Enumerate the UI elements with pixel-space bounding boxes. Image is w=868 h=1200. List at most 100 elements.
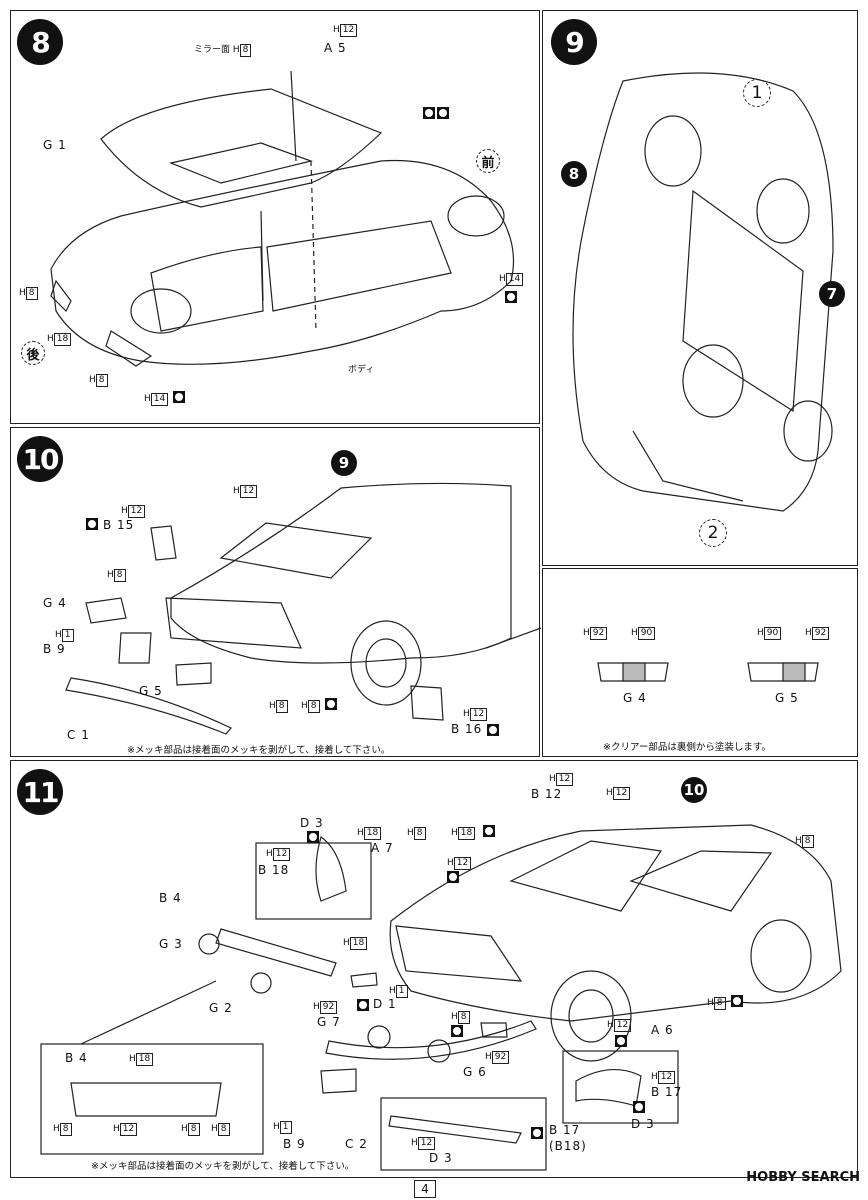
plating-note: ※メッキ部品は接着面のメッキを剥がして、接着して下さい。 [91, 1161, 355, 1172]
h8-box: 8 [95, 374, 108, 387]
paint-flat-icon [633, 1101, 645, 1113]
part-b4: B 4 [65, 1051, 88, 1065]
page-number: 4 [414, 1180, 436, 1198]
h8-box: 8 [307, 700, 320, 713]
h12-box: 12 [339, 24, 358, 37]
h92-box: 92 [589, 627, 608, 640]
h12-box: 12 [127, 505, 146, 518]
step-11-illustration [40, 824, 842, 1171]
paint-flat-icon [505, 291, 517, 303]
rear-marker: 後 [21, 341, 45, 365]
paint-flat-icon [357, 999, 369, 1011]
clear-parts-illustration [597, 662, 819, 682]
h8-box: 8 [217, 1123, 230, 1136]
h8-box: 8 [25, 287, 38, 300]
part-b9: B 9 [283, 1137, 306, 1151]
h12-box: 12 [417, 1137, 436, 1150]
h90-box: 90 [763, 627, 782, 640]
h14-box: 14 [505, 273, 524, 286]
part-b17: B 17 [549, 1123, 581, 1137]
step-10-illustration [65, 482, 541, 735]
body-label: ボディ [348, 365, 375, 375]
h92-box: 92 [491, 1051, 510, 1064]
part-b18: B 18 [258, 863, 290, 877]
step-number-10: 10 [17, 436, 63, 482]
h12-box: 12 [613, 1019, 632, 1032]
paint-flat-icon [731, 995, 743, 1007]
step-number-11: 11 [17, 769, 63, 815]
h92-box: 92 [811, 627, 830, 640]
h8-box: 8 [457, 1011, 470, 1024]
part-b4: B 4 [159, 891, 182, 905]
callout-1: 1 [743, 79, 771, 107]
paint-flat-icon [173, 391, 185, 403]
part-b18-paren: (B18) [549, 1139, 587, 1153]
h14-box: 14 [150, 393, 169, 406]
part-g2: G 2 [209, 1001, 233, 1015]
step-ref-10: 10 [681, 777, 707, 803]
clear-parts-note: ※クリアー部品は裏側から塗装します。 [603, 742, 771, 753]
h8-box: 8 [413, 827, 426, 840]
mirror-face-label: ミラー面 [194, 45, 231, 55]
h12-box: 12 [657, 1071, 676, 1084]
part-g5: G 5 [775, 691, 799, 705]
h12-box: 12 [119, 1123, 138, 1136]
h18-box: 18 [363, 827, 382, 840]
h18-box: 18 [53, 333, 72, 346]
part-a5: A 5 [324, 41, 347, 55]
paint-flat-icon [325, 698, 337, 710]
step-number-9: 9 [551, 19, 597, 65]
step-9-illustration [572, 72, 834, 512]
plating-note: ※メッキ部品は接着面のメッキを剥がして、接着して下さい。 [127, 745, 391, 756]
h18-box: 18 [457, 827, 476, 840]
part-b15: B 15 [103, 518, 135, 532]
part-g5: G 5 [139, 684, 163, 698]
h18-box: 18 [135, 1053, 154, 1066]
h8-box: 8 [59, 1123, 72, 1136]
part-g6: G 6 [463, 1065, 487, 1079]
paint-flat-icon [307, 831, 319, 843]
paint-flat-icon [437, 107, 449, 119]
part-g3: G 3 [159, 937, 183, 951]
part-c1: C 1 [67, 728, 90, 742]
part-d1: D 1 [373, 997, 397, 1011]
h8-box: 8 [801, 835, 814, 848]
part-d3: D 3 [300, 816, 324, 830]
h8-box: 8 [113, 569, 126, 582]
h12-box: 12 [469, 708, 488, 721]
h12-box: 12 [239, 485, 258, 498]
panel-step-9: 9 1 8 7 2 [542, 10, 858, 566]
step-ref-9: 9 [331, 450, 357, 476]
watermark-brand: HOBBY SEARCH [746, 1170, 860, 1185]
part-g4: G 4 [43, 596, 67, 610]
